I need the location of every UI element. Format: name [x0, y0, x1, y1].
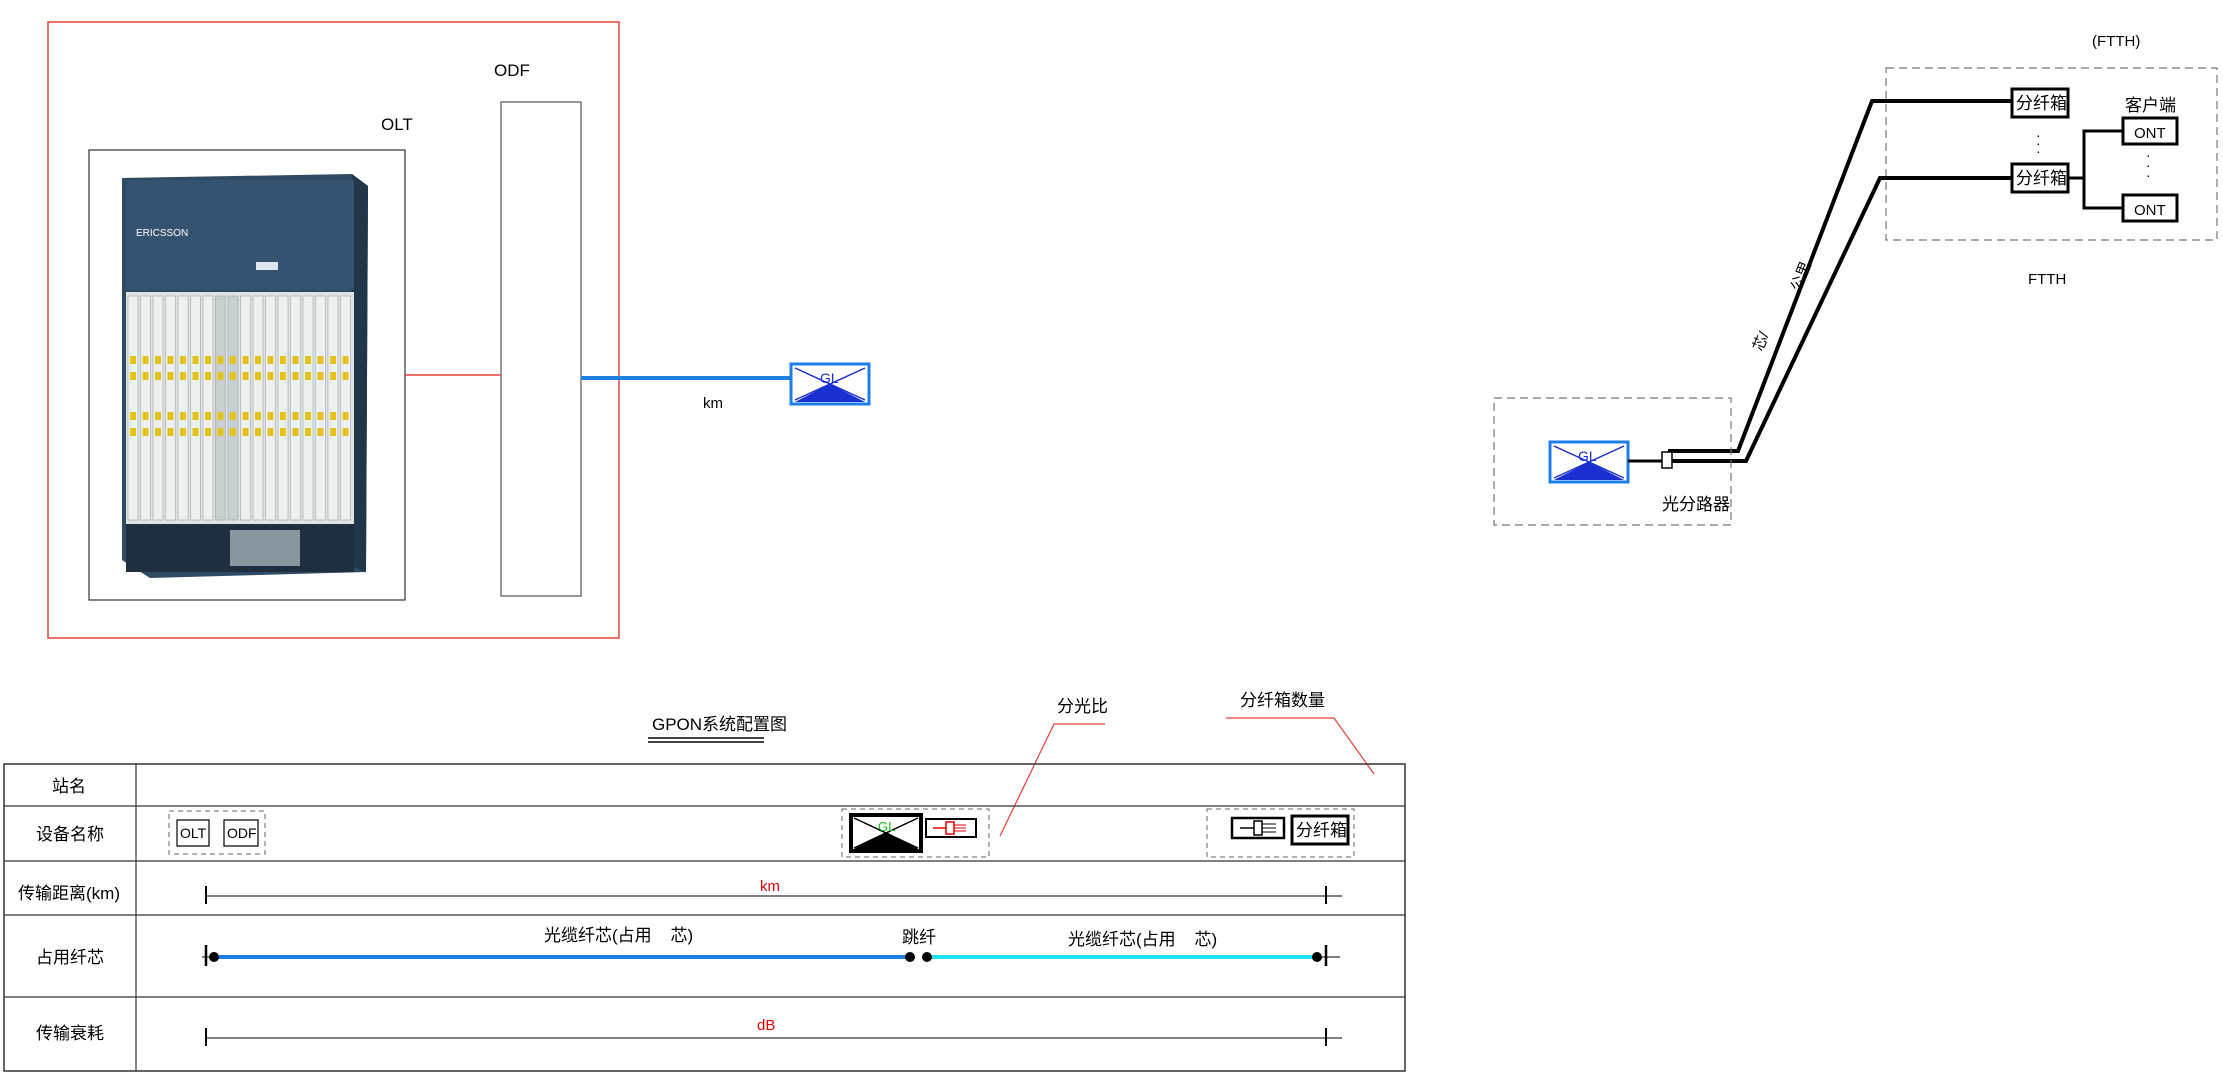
cable-2-label: 光缆纤芯(占用 芯) — [1068, 930, 1217, 949]
loss-unit: dB — [757, 1017, 775, 1034]
svg-text:OLT: OLT — [180, 825, 207, 841]
svg-text:·: · — [2036, 135, 2041, 151]
odf-box — [500, 101, 582, 597]
svg-text:分纤箱: 分纤箱 — [2016, 94, 2067, 113]
fiber-box-1: 分纤箱 — [2010, 87, 2070, 119]
line-card-slots — [127, 295, 351, 521]
row-label-fiber: 占用纤芯 — [36, 948, 104, 967]
olt-label: OLT — [381, 115, 413, 134]
svg-text:·: · — [2146, 147, 2151, 163]
cable-1-label: 光缆纤芯(占用 芯) — [544, 926, 693, 945]
distribution-cable-2 — [1668, 176, 2012, 463]
svg-text:ONT: ONT — [2134, 202, 2166, 219]
callout-split-ratio: 分光比 — [1057, 697, 1108, 716]
device-gl-splitter: GL — [849, 813, 923, 853]
chassis-brand: ERICSSON — [136, 228, 188, 239]
svg-text:ONT: ONT — [2134, 125, 2166, 142]
jumper-label: 跳纤 — [902, 928, 936, 947]
ont-box-2: ONT — [2121, 193, 2179, 223]
splitter-gl-icon: GL — [789, 362, 871, 406]
ont-box-1: ONT — [2121, 116, 2179, 146]
ftth-top-label: (FTTH) — [2092, 33, 2140, 50]
device-fiber-box: 分纤箱 — [1290, 814, 1350, 846]
customer-label: 客户端 — [2125, 96, 2176, 115]
row-label-loss: 传输衰耗 — [36, 1024, 104, 1043]
svg-text:ODF: ODF — [227, 825, 257, 841]
svg-text:GL: GL — [878, 819, 895, 834]
cable-label-a: 芯/ — [1750, 329, 1773, 354]
splitter-area-frame — [1493, 397, 1732, 526]
cable-label-b: 公里 — [1788, 259, 1815, 293]
svg-text:·: · — [2036, 143, 2041, 159]
row-label-station: 站名 — [52, 777, 86, 796]
svg-text:·: · — [2036, 127, 2041, 143]
row-label-device: 设备名称 — [36, 825, 104, 844]
drop-cable-ont-1 — [2068, 129, 2123, 180]
olt-chassis-illustration: ERICSSON — [122, 174, 368, 578]
odf-label: ODF — [494, 61, 530, 80]
device-olt: OLT — [176, 819, 210, 847]
svg-text:·: · — [2146, 157, 2151, 173]
fiber-box-2: 分纤箱 — [2010, 162, 2070, 194]
config-title: GPON系统配置图 — [652, 715, 787, 734]
connector-icon — [1661, 451, 1673, 469]
link-distance-unit: km — [703, 395, 723, 412]
svg-text:分纤箱: 分纤箱 — [1296, 821, 1347, 840]
svg-text:GL: GL — [1578, 448, 1597, 464]
station-frame — [47, 21, 620, 639]
svg-text:GL: GL — [820, 370, 839, 386]
distribution-cable-1 — [1668, 99, 2012, 453]
gpon-config-table: GPON系统配置图 分光比 分纤箱数量 站名 设备名称 传输距离(km) 占用纤… — [3, 691, 1406, 1072]
drop-cable-ont-2 — [2068, 176, 2123, 210]
callout-box-count: 分纤箱数量 — [1240, 691, 1325, 710]
svg-text:·: · — [2146, 167, 2151, 183]
distance-unit: km — [760, 878, 780, 895]
splitter-label: 光分路器 — [1662, 495, 1730, 514]
device-connector-red — [925, 818, 977, 838]
ftth-splitter-icon: GL — [1548, 440, 1630, 484]
device-connector-black — [1230, 816, 1286, 840]
row-label-distance: 传输距离(km) — [18, 884, 120, 903]
svg-text:分纤箱: 分纤箱 — [2016, 169, 2067, 188]
ftth-bottom-label: FTTH — [2028, 271, 2066, 288]
ftth-area-frame — [1885, 67, 2218, 241]
device-odf: ODF — [223, 819, 259, 847]
olt-odf-group: ODF OLT ERICSSON km GL — [47, 21, 871, 639]
ftth-group: (FTTH) FTTH 客户端 分纤箱 分纤箱 · · · ONT ONT · … — [1493, 33, 2218, 526]
